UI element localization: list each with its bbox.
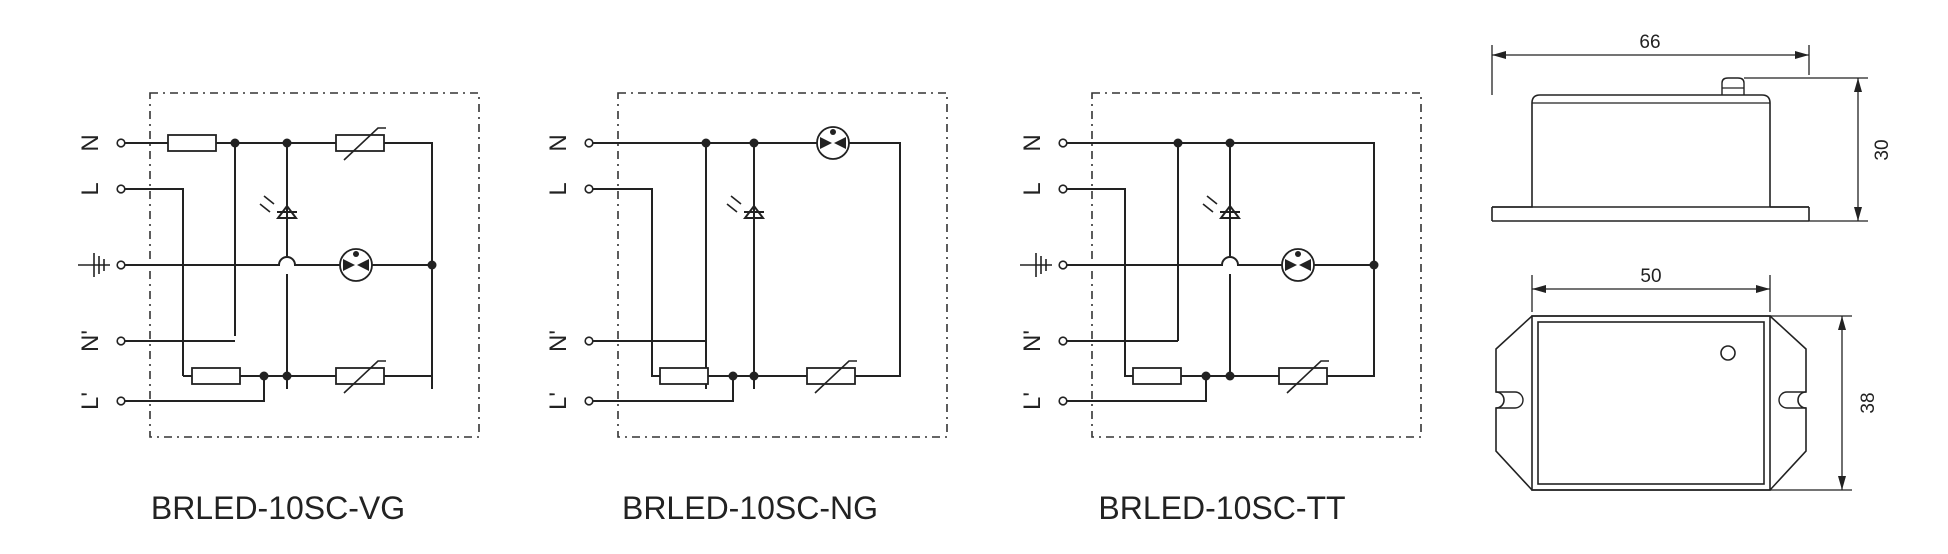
terminal xyxy=(1058,336,1068,346)
model-name: BRLED-10SC-NG xyxy=(622,490,878,526)
terminal xyxy=(116,396,126,406)
terminal xyxy=(1058,396,1068,406)
terminal xyxy=(1058,138,1068,148)
pin-label-n: N xyxy=(77,134,104,151)
pin-label-n: N xyxy=(1019,134,1046,151)
pin-label-n-prime: N' xyxy=(77,330,104,352)
pin-label-l: L xyxy=(1019,182,1046,195)
dimension-length: 66 xyxy=(1639,32,1660,53)
circuit-ng: N L N' L' xyxy=(545,92,948,526)
fuse xyxy=(1132,367,1182,385)
dimension-length: 50 xyxy=(1640,266,1661,287)
varistor xyxy=(1278,360,1329,394)
terminal xyxy=(116,336,126,346)
terminal xyxy=(1058,260,1068,270)
side-view-drawing: 66 30 xyxy=(1491,32,1893,222)
ground-icon xyxy=(1020,253,1052,277)
fuse xyxy=(659,367,709,385)
pin-label-l: L xyxy=(545,182,572,195)
led-diode-icon xyxy=(1202,195,1241,219)
terminal xyxy=(116,138,126,148)
pin-label-l-prime: L' xyxy=(77,392,104,410)
terminal xyxy=(584,396,594,406)
enclosure-outline xyxy=(617,92,948,438)
pin-label-n-prime: N' xyxy=(545,330,572,352)
led-diode-icon xyxy=(726,195,765,219)
fuse xyxy=(167,134,217,152)
model-name: BRLED-10SC-TT xyxy=(1098,490,1345,526)
terminal xyxy=(1058,184,1068,194)
indicator-lamp-icon xyxy=(816,126,850,160)
top-view-drawing: 50 38 xyxy=(1495,266,1879,491)
pin-label-l-prime: L' xyxy=(545,392,572,410)
indicator-lamp-icon xyxy=(1281,248,1315,282)
indicator-lamp-icon xyxy=(339,248,373,282)
terminal xyxy=(116,260,126,270)
ground-icon xyxy=(78,253,110,277)
terminal xyxy=(584,336,594,346)
circuit-tt: N L N' L' xyxy=(1019,92,1422,526)
dimension-width: 38 xyxy=(1858,392,1879,413)
pin-label-l-prime: L' xyxy=(1019,392,1046,410)
terminal xyxy=(116,184,126,194)
pin-label-n-prime: N' xyxy=(1019,330,1046,352)
varistor xyxy=(335,360,386,394)
terminal xyxy=(584,138,594,148)
circuit-vg: N L N' L' xyxy=(77,92,480,526)
dimension-height: 30 xyxy=(1872,139,1893,160)
fuse xyxy=(191,367,241,385)
pin-label-n: N xyxy=(545,134,572,151)
terminal xyxy=(584,184,594,194)
varistor xyxy=(335,127,386,161)
pin-label-l: L xyxy=(77,182,104,195)
led-diode-icon xyxy=(259,195,298,219)
varistor xyxy=(806,360,857,394)
model-name: BRLED-10SC-VG xyxy=(151,490,405,526)
